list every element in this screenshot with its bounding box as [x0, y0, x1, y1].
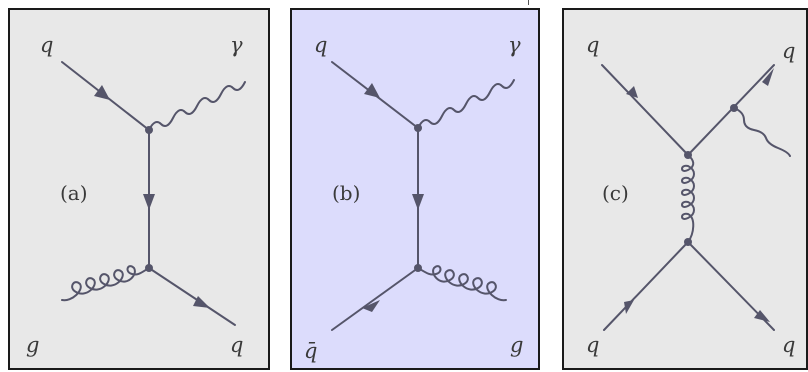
arrow-in-b — [364, 83, 380, 98]
vertex-a-bottom — [145, 264, 153, 272]
label-b-bottom-left: q̄ — [304, 339, 317, 363]
arrow-out-top-c — [762, 68, 774, 86]
feynman-diagram-b: q γ q̄ g (b) — [304, 33, 523, 363]
feynman-diagram-c: q q q q (c) — [586, 33, 795, 357]
arrow-in-bottom-c — [624, 300, 634, 314]
quark-line-in-bottom-c — [603, 241, 689, 331]
label-b-top-left: q — [314, 33, 327, 57]
vertex-a-top — [145, 126, 153, 134]
arrow-in-a — [94, 85, 110, 100]
feynman-panel-a: q γ g q (a) — [8, 8, 270, 370]
arrow-prop-b — [412, 194, 424, 210]
tag-a: (a) — [60, 181, 88, 205]
label-a-bottom-left: g — [26, 333, 39, 357]
gluon-line-a — [61, 265, 150, 302]
label-a-bottom-right: q — [230, 333, 243, 357]
quark-line-in-top-c — [601, 64, 689, 156]
label-b-top-right: γ — [508, 33, 521, 57]
feynman-panel-c: q q q q (c) — [562, 8, 808, 370]
gluon-line-c — [681, 154, 695, 243]
tag-b: (b) — [332, 181, 360, 205]
feynman-diagram-a: q γ g q (a) — [26, 33, 246, 357]
arrow-out-a — [193, 296, 210, 308]
label-c-top-left: q — [586, 33, 599, 57]
arrow-antiquark-b — [362, 300, 380, 312]
photon-line-b — [417, 79, 515, 129]
label-c-top-right: q — [782, 39, 795, 63]
label-c-bottom-left: q — [586, 333, 599, 357]
photon-line-c — [733, 107, 791, 157]
tag-c: (c) — [602, 181, 629, 205]
photon-line-a — [148, 81, 246, 131]
label-a-top-right: γ — [230, 33, 243, 57]
antiquark-line-b — [331, 267, 419, 331]
gluon-line-b — [417, 265, 507, 302]
arrow-out-bottom-c — [754, 310, 770, 322]
vertex-c-top — [684, 151, 692, 159]
feynman-panel-b: q γ q̄ g (b) — [290, 8, 540, 370]
label-a-top-left: q — [40, 33, 53, 57]
vertex-b-bottom — [414, 264, 422, 272]
arrow-prop-a — [143, 194, 155, 210]
label-b-bottom-right: g — [510, 333, 523, 357]
label-c-bottom-right: q — [782, 333, 795, 357]
top-tick-mark — [528, 0, 529, 5]
quark-line-out-a — [148, 267, 236, 326]
arrow-in-top-c — [626, 86, 638, 98]
vertex-b-top — [414, 124, 422, 132]
